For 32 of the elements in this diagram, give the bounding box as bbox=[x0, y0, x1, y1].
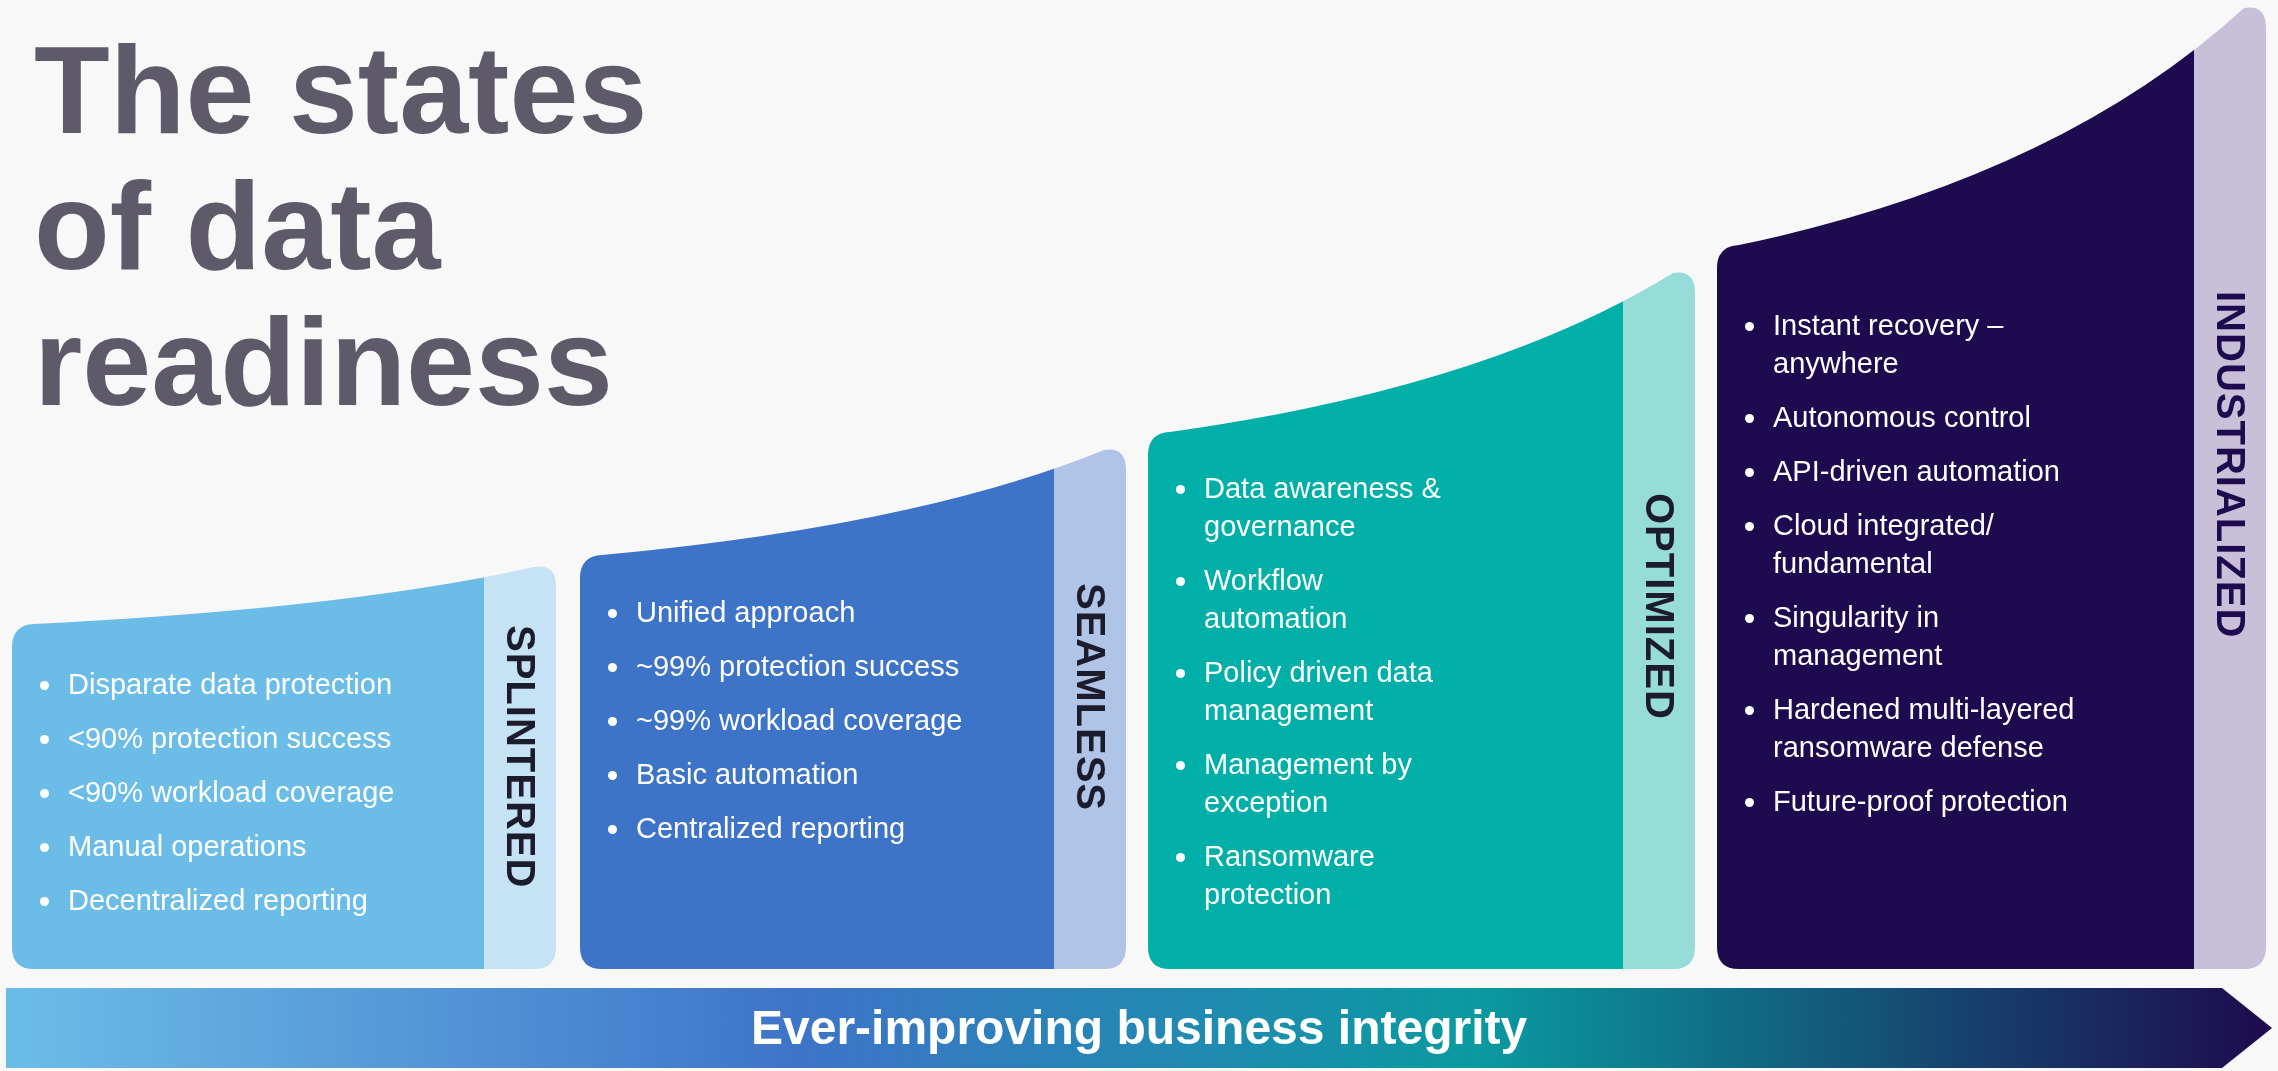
stage-label: SEAMLESS bbox=[1068, 583, 1113, 812]
stage-card bbox=[580, 448, 1126, 969]
bullet-text: Hardened multi-layered ransomware defense bbox=[1773, 693, 2075, 763]
stage-label: OPTIMIZED bbox=[1637, 493, 1682, 720]
stage-label: INDUSTRIALIZED bbox=[2208, 291, 2253, 639]
bullet-text: Unified approach bbox=[636, 596, 856, 628]
bullet-text: ~99% protection success bbox=[636, 650, 960, 682]
bullet-text: Basic automation bbox=[636, 758, 859, 790]
bullet-text: Management by exception bbox=[1204, 748, 1412, 818]
stage-card bbox=[12, 565, 556, 969]
bullet-text: Cloud integrated/ fundamental bbox=[1773, 509, 1994, 579]
stage-card bbox=[1717, 6, 2266, 969]
bullet-text: Workflow automation bbox=[1204, 564, 1348, 634]
bullet-text: Ransomware protection bbox=[1204, 840, 1375, 910]
stage-label: SPLINTERED bbox=[498, 625, 543, 889]
bullet-text: Centralized reporting bbox=[636, 812, 906, 844]
bullet-text: ~99% workload coverage bbox=[636, 704, 963, 736]
bullet-text: Autonomous control bbox=[1773, 401, 2031, 433]
arrow-label: Ever-improving business integrity bbox=[751, 1000, 1528, 1056]
bullet-text: Decentralized reporting bbox=[68, 884, 368, 916]
bullet-text: API-driven automation bbox=[1773, 455, 2060, 487]
bullet-text: Data awareness & governance bbox=[1204, 472, 1441, 542]
bullet-text: <90% protection success bbox=[68, 722, 392, 754]
bullet-text: Manual operations bbox=[68, 830, 307, 862]
bullet-text: Future-proof protection bbox=[1773, 785, 2068, 817]
bullet-text: Instant recovery – anywhere bbox=[1773, 309, 2004, 379]
bullet-text: <90% workload coverage bbox=[68, 776, 395, 808]
title: The states of data readiness bbox=[34, 22, 649, 430]
bullet-text: Disparate data protection bbox=[68, 668, 393, 700]
bullet-text: Policy driven data management bbox=[1204, 656, 1433, 726]
stage-card bbox=[1148, 271, 1695, 969]
bullet-text: Singularity in management bbox=[1773, 601, 1943, 671]
